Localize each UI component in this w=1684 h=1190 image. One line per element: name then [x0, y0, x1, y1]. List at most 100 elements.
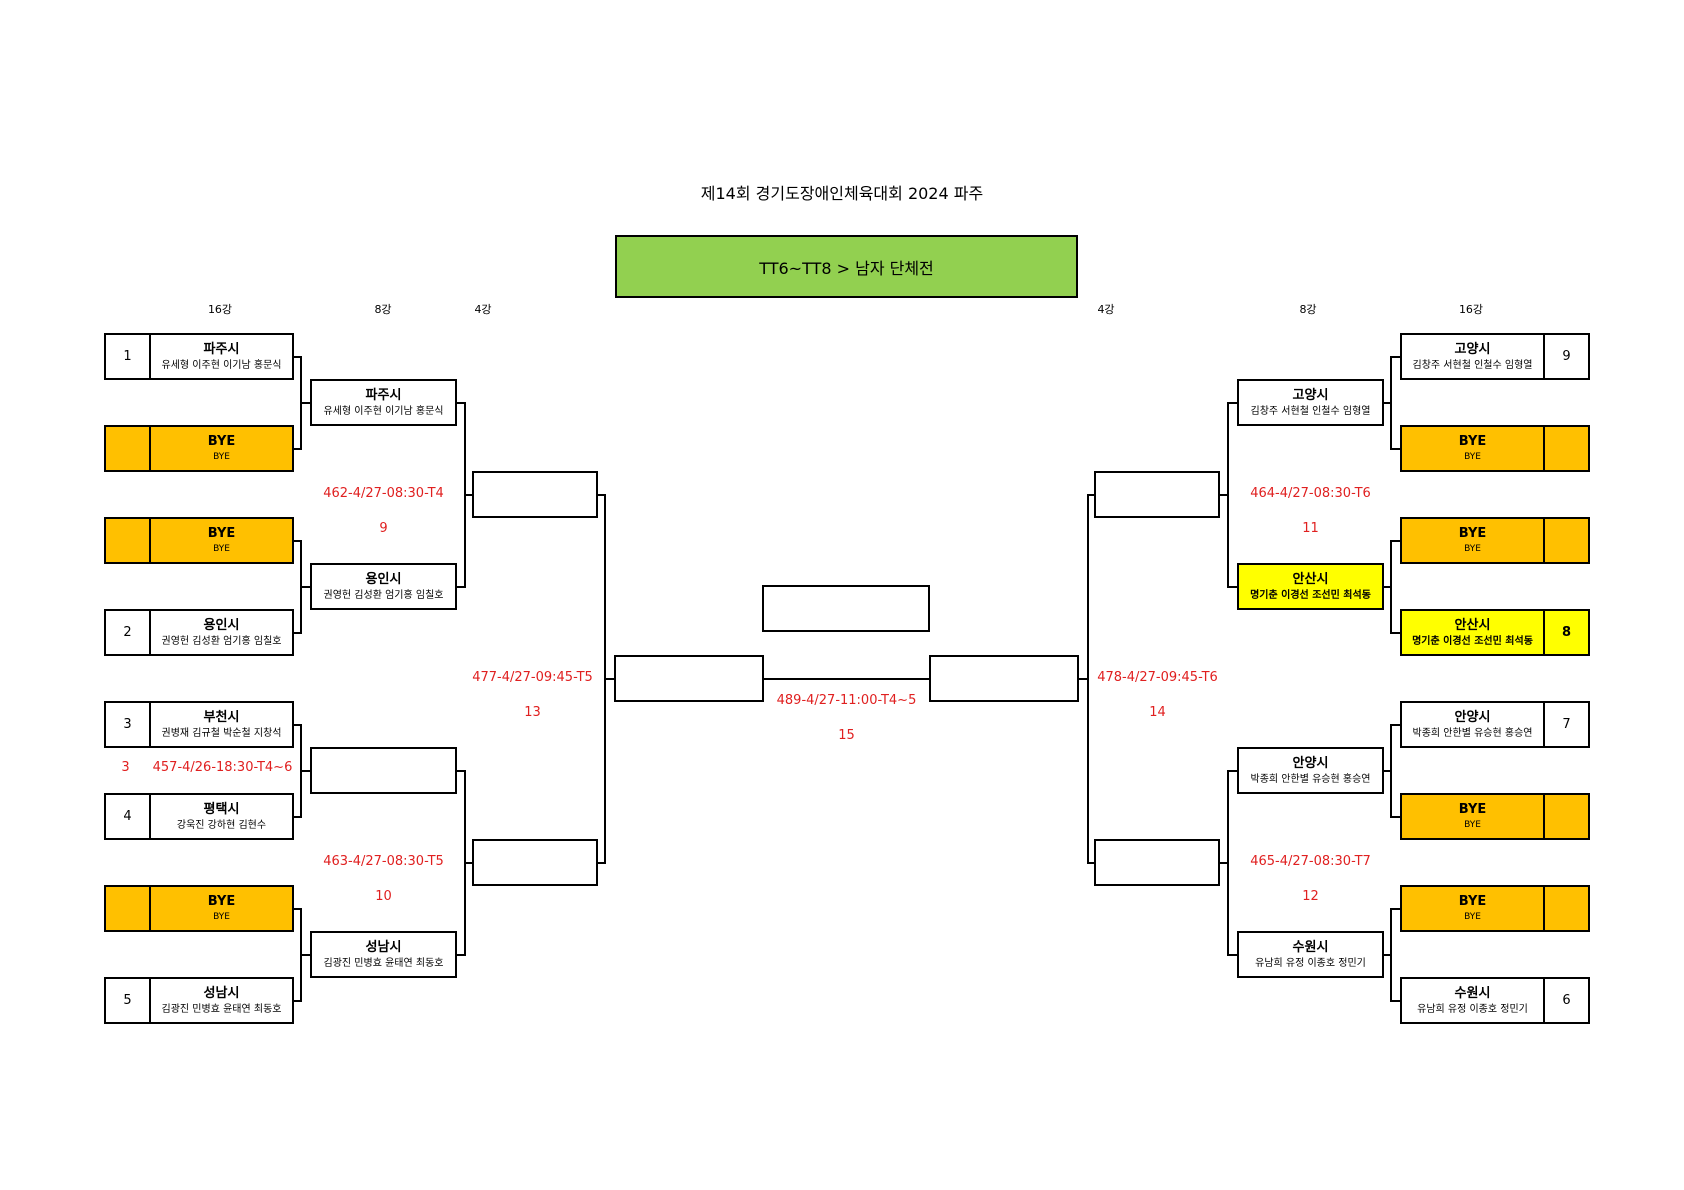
team-players: 유남희 유정 이종호 정민기: [1417, 1003, 1528, 1015]
round-label-left-8: 8강: [374, 303, 392, 316]
match-number: 9: [379, 521, 388, 536]
bracket-line: [764, 678, 929, 680]
semifinal-slot-left[interactable]: [614, 655, 764, 702]
team-players: BYE: [1464, 819, 1481, 830]
team-slot-left-8[interactable]: [310, 747, 457, 794]
seed-number: 5: [106, 979, 151, 1022]
bracket-line: [1390, 908, 1400, 910]
team-name: 수원시: [1454, 985, 1491, 1001]
bracket-line: [1390, 816, 1400, 818]
round-label-right-16: 16강: [1458, 303, 1484, 316]
team-players: BYE: [1464, 911, 1481, 922]
team-players: 유세형 이주현 이기남 홍문식: [161, 359, 282, 371]
bracket-line: [300, 402, 310, 404]
bracket-line: [1227, 402, 1229, 588]
bracket-line: [1390, 540, 1392, 634]
match-number: 3: [121, 760, 130, 775]
bracket-line: [1079, 678, 1089, 680]
team-players: 유남희 유정 이종호 정민기: [1255, 957, 1366, 969]
match-info: 478-4/27-09:45-T6: [1097, 670, 1218, 685]
quarterfinal-slot-left[interactable]: [472, 839, 598, 886]
team-players: 김창주 서현철 인철수 임형열: [1250, 405, 1371, 417]
bracket-line: [1227, 402, 1237, 404]
champion-slot[interactable]: [762, 585, 930, 632]
bracket-line: [1220, 862, 1229, 864]
match-info: 464-4/27-08:30-T6: [1250, 486, 1371, 501]
semifinal-slot-right[interactable]: [929, 655, 1079, 702]
bracket-line: [1390, 724, 1392, 818]
bracket-line: [1384, 402, 1392, 404]
team-players: 유세형 이주현 이기남 홍문식: [323, 405, 444, 417]
seed-number: 1: [106, 335, 151, 378]
seed-number: 3: [106, 703, 151, 746]
team-info: BYE BYE: [1402, 887, 1543, 930]
match-info: 457-4/26-18:30-T4~6: [152, 760, 293, 775]
bracket-line: [1220, 494, 1229, 496]
seed-number: 7: [1543, 703, 1588, 746]
bracket-line: [604, 678, 614, 680]
team-name: 고양시: [1454, 341, 1491, 357]
match-number: 15: [838, 728, 855, 743]
bracket-line: [1390, 540, 1400, 542]
round-label-left-4: 4강: [474, 303, 492, 316]
team-name: BYE: [1458, 893, 1487, 909]
bracket-line: [1390, 632, 1400, 634]
round-label-left-16: 16강: [207, 303, 233, 316]
seed-number: [106, 519, 151, 562]
team-players: BYE: [213, 911, 230, 922]
quarterfinal-slot-right[interactable]: [1094, 839, 1220, 886]
team-name: 성남시: [203, 985, 240, 1001]
seed-number: 8: [1543, 611, 1588, 654]
seed-number: [1543, 427, 1588, 470]
bracket-line: [457, 402, 466, 404]
team-slot-right-16[interactable]: BYE BYE: [1400, 885, 1590, 932]
quarterfinal-slot-left[interactable]: [472, 471, 598, 518]
seed-number: [106, 427, 151, 470]
seed-number: 6: [1543, 979, 1588, 1022]
bracket-line: [598, 862, 606, 864]
seed-number: [1543, 887, 1588, 930]
team-name: BYE: [1458, 525, 1487, 541]
team-players: 강욱진 강하현 김현수: [176, 819, 267, 831]
team-players: 권영헌 김성환 엄기홍 임칠호: [161, 635, 282, 647]
seed-number: [1543, 519, 1588, 562]
team-name: BYE: [207, 433, 236, 449]
team-name: 부천시: [203, 709, 240, 725]
bracket-line: [1087, 494, 1094, 496]
match-info: 477-4/27-09:45-T5: [472, 670, 593, 685]
bracket-line: [457, 770, 466, 772]
event-banner: TT6~TT8 > 남자 단체전: [615, 235, 1078, 298]
quarterfinal-slot-right[interactable]: [1094, 471, 1220, 518]
round-label-right-4: 4강: [1097, 303, 1115, 316]
